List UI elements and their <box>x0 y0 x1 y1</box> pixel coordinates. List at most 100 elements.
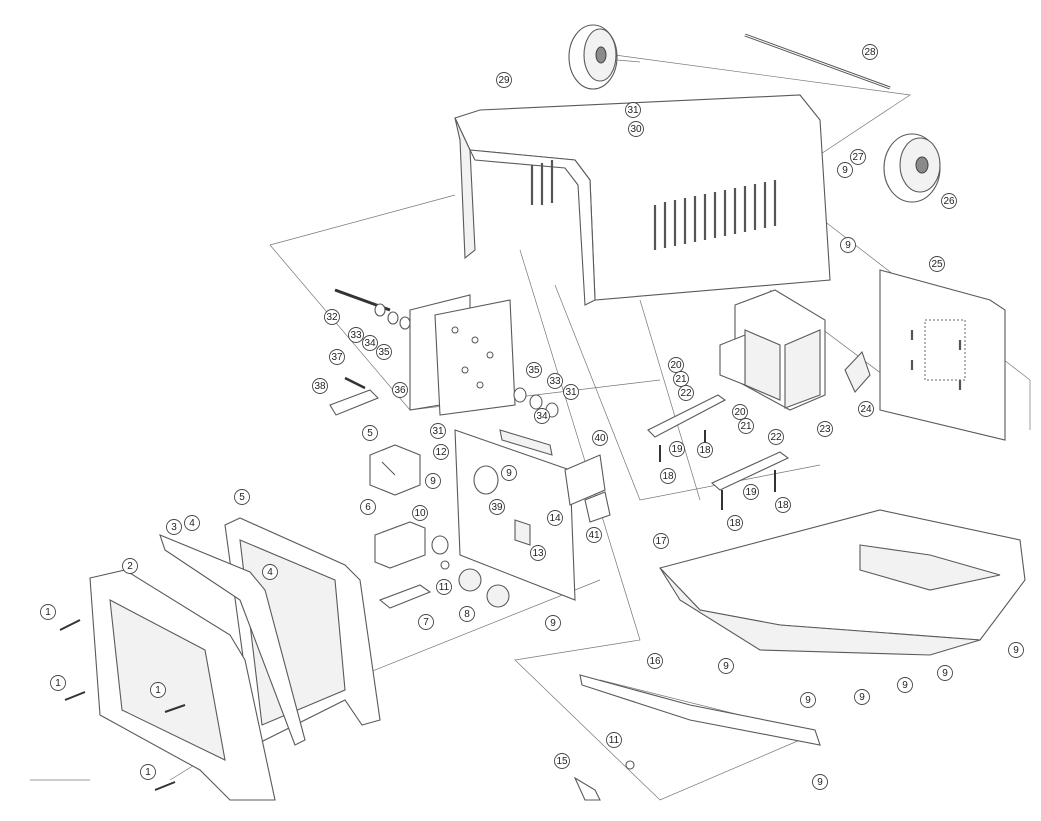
callout-circle <box>678 385 694 401</box>
callout-number: 33 <box>549 376 561 387</box>
callout-36: 36 <box>392 382 408 398</box>
callout-18: 18 <box>727 515 743 531</box>
component-6 <box>374 521 426 569</box>
callout-30: 30 <box>628 121 644 137</box>
callout-number: 9 <box>430 476 436 487</box>
callout-number: 11 <box>439 582 450 593</box>
callout-number: 18 <box>777 500 789 511</box>
callout-28: 28 <box>862 44 878 60</box>
callout-number: 18 <box>662 471 674 482</box>
callout-29: 29 <box>496 72 512 88</box>
callout-circle <box>418 614 434 630</box>
callout-number: 10 <box>414 508 426 519</box>
callout-number: 21 <box>740 421 752 432</box>
callout-circle <box>184 515 200 531</box>
callout-circle <box>653 533 669 549</box>
callout-number: 39 <box>491 502 503 513</box>
washers-33-34-35-upper <box>374 303 411 330</box>
callout-9: 9 <box>897 677 913 693</box>
callout-number: 35 <box>378 347 390 358</box>
callout-circle <box>592 430 608 446</box>
callout-8: 8 <box>459 606 475 622</box>
callout-circle <box>554 753 570 769</box>
callout-number: 37 <box>331 352 343 363</box>
callout-number: 12 <box>435 447 447 458</box>
callout-circle <box>140 764 156 780</box>
washers-33-34-35-lower <box>513 387 559 418</box>
callout-number: 20 <box>734 407 746 418</box>
callout-number: 41 <box>588 530 600 541</box>
callout-number: 9 <box>942 668 948 679</box>
callout-35: 35 <box>526 362 542 378</box>
callout-number: 1 <box>155 685 161 696</box>
callout-circle <box>673 371 689 387</box>
callout-number: 30 <box>630 124 642 135</box>
callout-19: 19 <box>743 484 759 500</box>
callout-2: 2 <box>122 558 138 574</box>
callout-18: 18 <box>660 468 676 484</box>
ammeter <box>369 444 421 496</box>
callout-number: 9 <box>550 618 556 629</box>
callout-circle <box>897 677 913 693</box>
callout-3: 3 <box>166 519 182 535</box>
callout-circle <box>937 665 953 681</box>
callout-number: 34 <box>536 411 548 422</box>
callout-9: 9 <box>501 465 517 481</box>
callout-circle <box>50 675 66 691</box>
callout-number: 29 <box>498 75 510 86</box>
callout-number: 19 <box>745 487 757 498</box>
callout-31: 31 <box>625 102 641 118</box>
callout-number: 9 <box>845 240 851 251</box>
callout-number: 36 <box>394 385 406 396</box>
rear-panel <box>879 269 1006 441</box>
callout-circle <box>743 484 759 500</box>
screws-1 <box>59 619 186 791</box>
callout-31: 31 <box>430 423 446 439</box>
callout-1: 1 <box>140 764 156 780</box>
callout-7: 7 <box>418 614 434 630</box>
callout-circle <box>563 384 579 400</box>
callout-37: 37 <box>329 349 345 365</box>
callout-circle <box>941 193 957 209</box>
callout-circle <box>837 162 853 178</box>
callout-number: 13 <box>532 548 544 559</box>
power-cord <box>573 776 601 801</box>
callout-41: 41 <box>586 527 602 543</box>
callout-circle <box>425 473 441 489</box>
callout-18: 18 <box>697 442 713 458</box>
callout-16: 16 <box>647 653 663 669</box>
callout-9: 9 <box>800 692 816 708</box>
callout-9: 9 <box>718 658 734 674</box>
callout-number: 14 <box>549 513 561 524</box>
callout-number: 38 <box>314 381 326 392</box>
front-frame-2 <box>89 569 276 801</box>
callout-circle <box>697 442 713 458</box>
callout-20: 20 <box>732 404 748 420</box>
callout-circle <box>669 441 685 457</box>
callout-circle <box>392 382 408 398</box>
callout-19: 19 <box>669 441 685 457</box>
callout-9: 9 <box>1008 642 1024 658</box>
callout-circle <box>606 732 622 748</box>
callout-22: 22 <box>768 429 784 445</box>
callout-1: 1 <box>40 604 56 620</box>
callout-number: 4 <box>189 518 195 529</box>
callout-circle <box>430 423 446 439</box>
callout-14: 14 <box>547 510 563 526</box>
callout-number: 18 <box>699 445 711 456</box>
callout-32: 32 <box>324 309 340 325</box>
callout-number: 1 <box>45 607 51 618</box>
callout-26: 26 <box>941 193 957 209</box>
callout-number: 25 <box>931 259 943 270</box>
terminal-38 <box>329 389 379 416</box>
callout-circle <box>496 72 512 88</box>
callout-number: 9 <box>817 777 823 788</box>
base-tray <box>658 509 1026 656</box>
callout-number: 31 <box>432 426 444 437</box>
callout-9: 9 <box>837 162 853 178</box>
callout-circle <box>122 558 138 574</box>
callout-number: 5 <box>367 428 373 439</box>
callout-number: 31 <box>565 387 577 398</box>
callout-4: 4 <box>262 564 278 580</box>
